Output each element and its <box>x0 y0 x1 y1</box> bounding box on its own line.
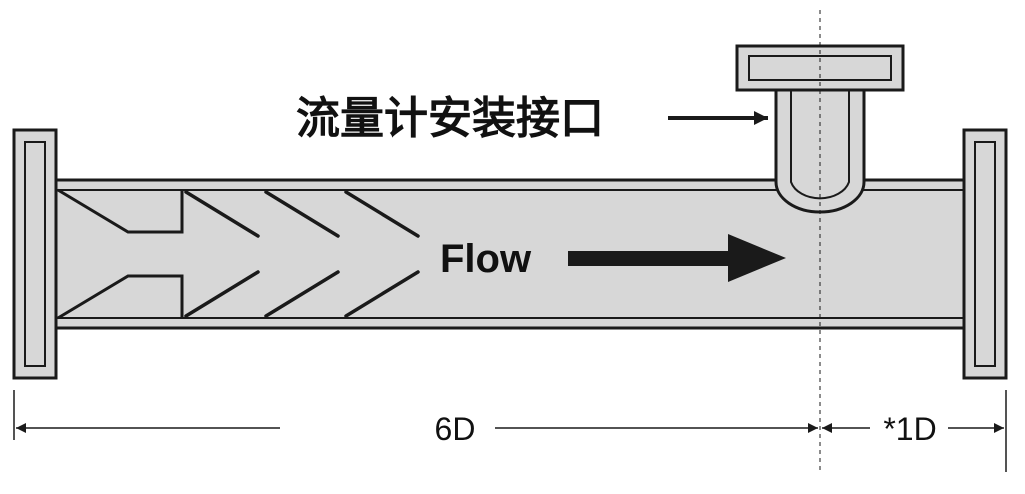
flow-arrow <box>568 234 786 282</box>
guide-vanes <box>184 190 420 318</box>
flow-conditioner-cone <box>57 188 184 320</box>
left-flange-inner <box>24 141 46 367</box>
flow-label: Flow <box>440 237 532 281</box>
port-label: 流量计安装接口 <box>296 94 604 143</box>
dimension-6d-label: 6D <box>435 411 476 447</box>
dimension-1d-label: *1D <box>883 411 936 447</box>
right-flange-inner <box>974 141 996 367</box>
